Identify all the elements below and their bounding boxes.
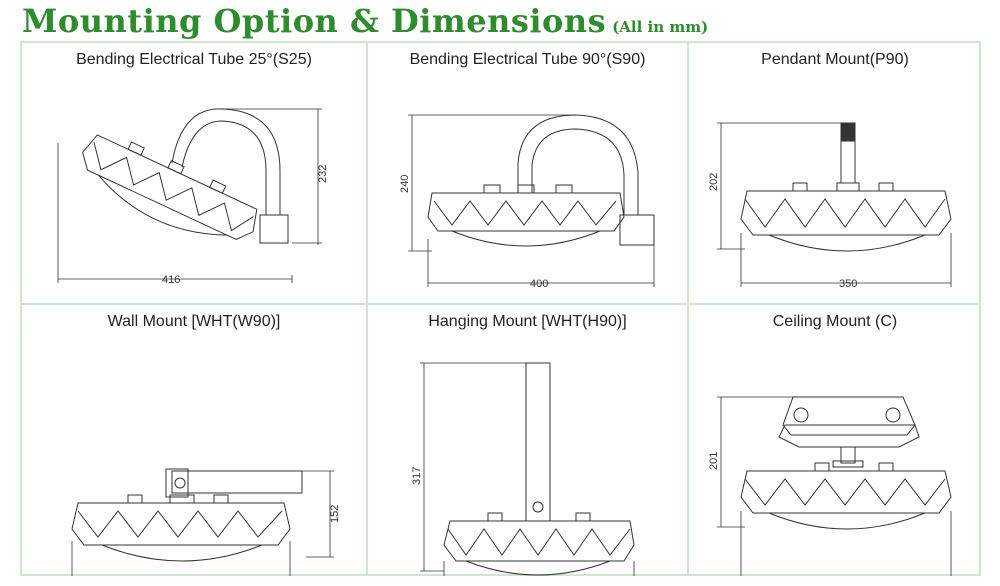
title-text: Mounting Option & Dimensions — [22, 2, 607, 40]
option-label: Wall Mount [WHT(W90)] — [107, 313, 281, 330]
option-label: Ceiling Mount (C) — [772, 313, 898, 330]
dimension-width: 350 — [839, 278, 857, 290]
c-drawing: 350 201 — [708, 305, 981, 576]
s25-drawing: 416 232 — [22, 43, 329, 286]
option-label: Hanging Mount [WHT(H90)] — [428, 313, 627, 330]
dimension-height: 317 — [411, 467, 423, 485]
unit-note: (All in mm) — [612, 18, 709, 36]
option-s90: Bending Electrical Tube 90°(S90) 400 240 — [368, 43, 687, 303]
grid-divider — [366, 43, 368, 574]
dimension-width: 400 — [530, 278, 548, 290]
h90-drawing: 350 317 — [411, 305, 687, 576]
grid-divider — [22, 303, 979, 305]
option-w90: Wall Mount [WHT(W90)] 350 152 — [22, 305, 366, 576]
option-label: Pendant Mount(P90) — [761, 51, 909, 68]
w90-drawing: 350 152 — [22, 305, 341, 576]
page-title: Mounting Option & Dimensions (All in mm) — [22, 2, 708, 40]
dimension-height: 201 — [708, 452, 720, 470]
dimension-height: 240 — [399, 175, 411, 193]
dimension-height: 202 — [708, 173, 720, 191]
option-label: Bending Electrical Tube 25°(S25) — [76, 51, 312, 68]
option-s25: Bending Electrical Tube 25°(S25) 416 232 — [22, 43, 366, 303]
s90-drawing: 400 240 — [399, 43, 687, 290]
dimension-height: 232 — [317, 165, 329, 183]
option-h90: Hanging Mount [WHT(H90)] 350 317 — [368, 305, 687, 576]
dimension-height: 152 — [329, 505, 341, 523]
mounting-options-grid: Bending Electrical Tube 25°(S25) 416 232… — [20, 41, 981, 576]
grid-divider — [687, 43, 689, 574]
option-label: Bending Electrical Tube 90°(S90) — [409, 51, 646, 68]
dimension-width: 416 — [162, 274, 180, 286]
option-p90: Pendant Mount(P90) 350 202 — [689, 43, 981, 303]
p90-drawing: 350 202 — [708, 43, 981, 290]
option-c: Ceiling Mount (C) 350 201 — [689, 305, 981, 576]
